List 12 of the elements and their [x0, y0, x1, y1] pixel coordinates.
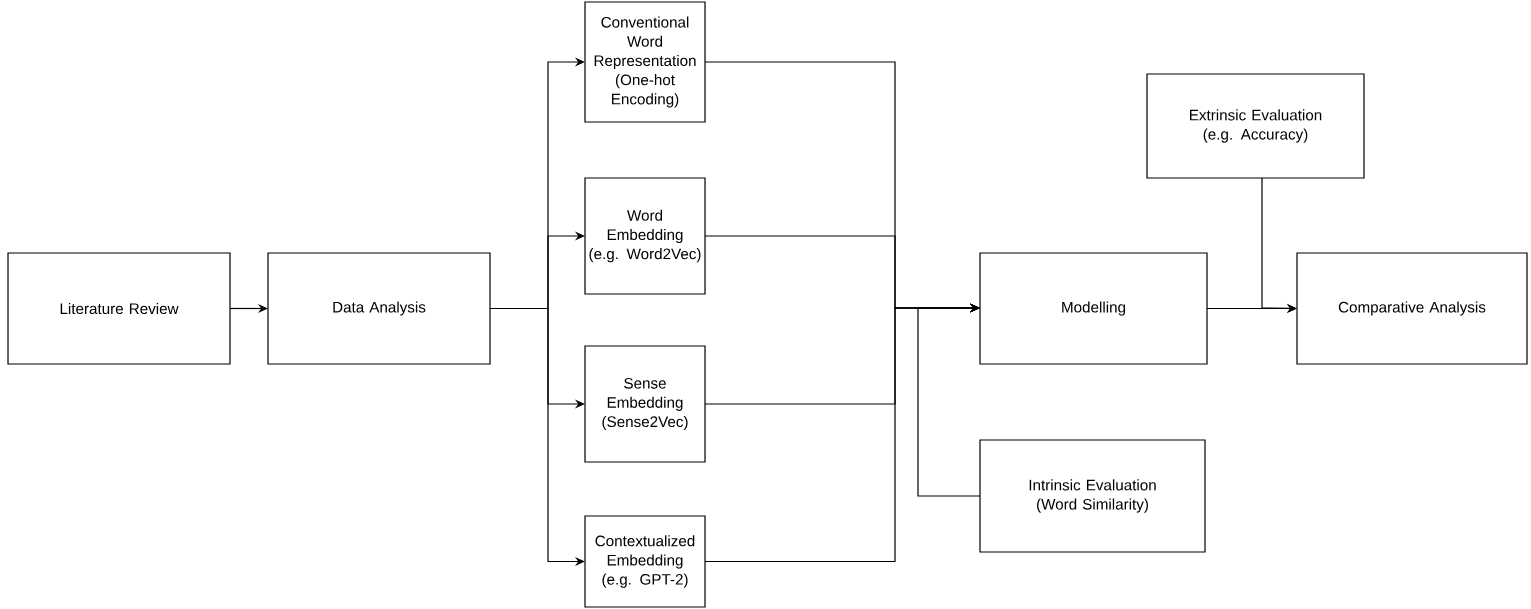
process-box: Intrinsic Evaluation (Word Similarity) [979, 439, 1206, 553]
arrow [1261, 177, 1297, 313]
process-box: Word Embedding (e.g. Word2Vec) [584, 177, 706, 295]
process-box: Literature Review [7, 252, 231, 365]
arrow [917, 303, 981, 497]
process-box: Comparative Analysis [1296, 252, 1528, 365]
process-box: Conventional Word Representation (One-hot Encoding) [584, 1, 706, 123]
process-box: Contextualized Embedding (e.g. GPT-2) [584, 515, 706, 608]
process-box: Data Analysis [267, 252, 491, 365]
process-box: Sense Embedding (Sense2Vec) [584, 345, 706, 463]
process-box: Modelling [979, 252, 1208, 365]
process-box: Extrinsic Evaluation (e.g. Accuracy) [1146, 73, 1365, 179]
